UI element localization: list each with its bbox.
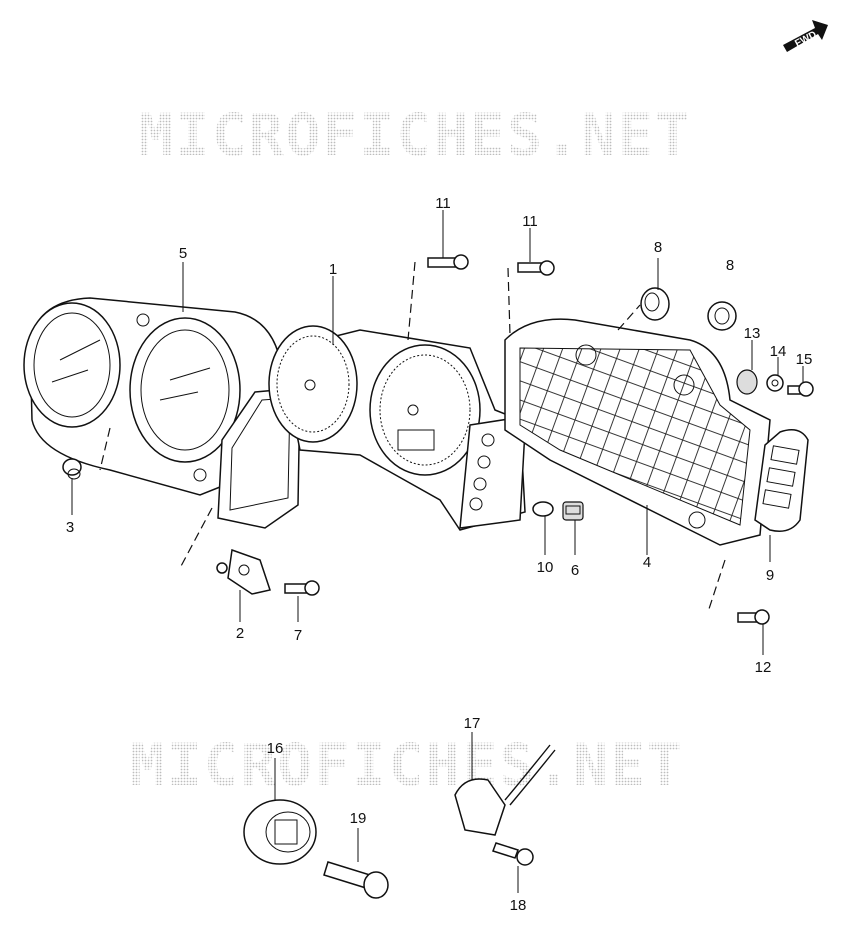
meter-assembly-part [268,325,526,531]
callout-8b: 8 [726,257,734,274]
watermark-top: MICROFICHES.NET [138,101,692,169]
bolt-19-part [323,861,389,899]
callout-7: 7 [294,627,302,644]
callout-11b: 11 [522,213,538,230]
callout-17: 17 [464,715,481,732]
callout-18: 18 [510,897,527,914]
cushion-13-part [736,369,758,395]
screw-11a-part [427,254,469,270]
fwd-label: FWD [793,29,818,49]
grommet-part [640,287,670,321]
callout-19: 19 [350,810,367,827]
callout-11a: 11 [435,195,451,212]
callout-5: 5 [179,245,187,262]
socket-part [216,548,271,595]
screw-15-part [787,381,814,397]
callout-14: 14 [770,343,787,360]
screw-11b-part [517,260,555,276]
callout-10: 10 [537,559,554,576]
screw-12-part [737,609,770,625]
washer-part [766,374,784,392]
meter-case-part [23,297,301,529]
sensor-part [454,744,556,836]
socket-6-part [562,501,584,521]
watermark-bottom: MICROFICHES.NET [130,731,684,799]
cushion-3-part [62,458,82,480]
callout-1: 1 [329,261,337,278]
callout-4: 4 [643,554,651,571]
callout-2: 2 [236,625,244,642]
callout-8a: 8 [654,239,662,256]
callout-16: 16 [267,740,284,757]
bulb-part [532,501,554,517]
screw-7-part [284,580,320,596]
leader-lines [71,210,804,893]
callout-12: 12 [755,659,772,676]
callout-6: 6 [571,562,579,579]
callout-15: 15 [796,351,813,368]
meter-light-part [243,799,317,865]
grommet-part [707,301,737,331]
screw-18-part [492,842,534,866]
callout-3: 3 [66,519,74,536]
callout-13: 13 [744,325,761,342]
callout-9: 9 [766,567,774,584]
meter-lower-case-part [504,318,771,546]
fwd-arrow-icon: FWD [783,20,828,52]
cushion-part [754,429,809,532]
